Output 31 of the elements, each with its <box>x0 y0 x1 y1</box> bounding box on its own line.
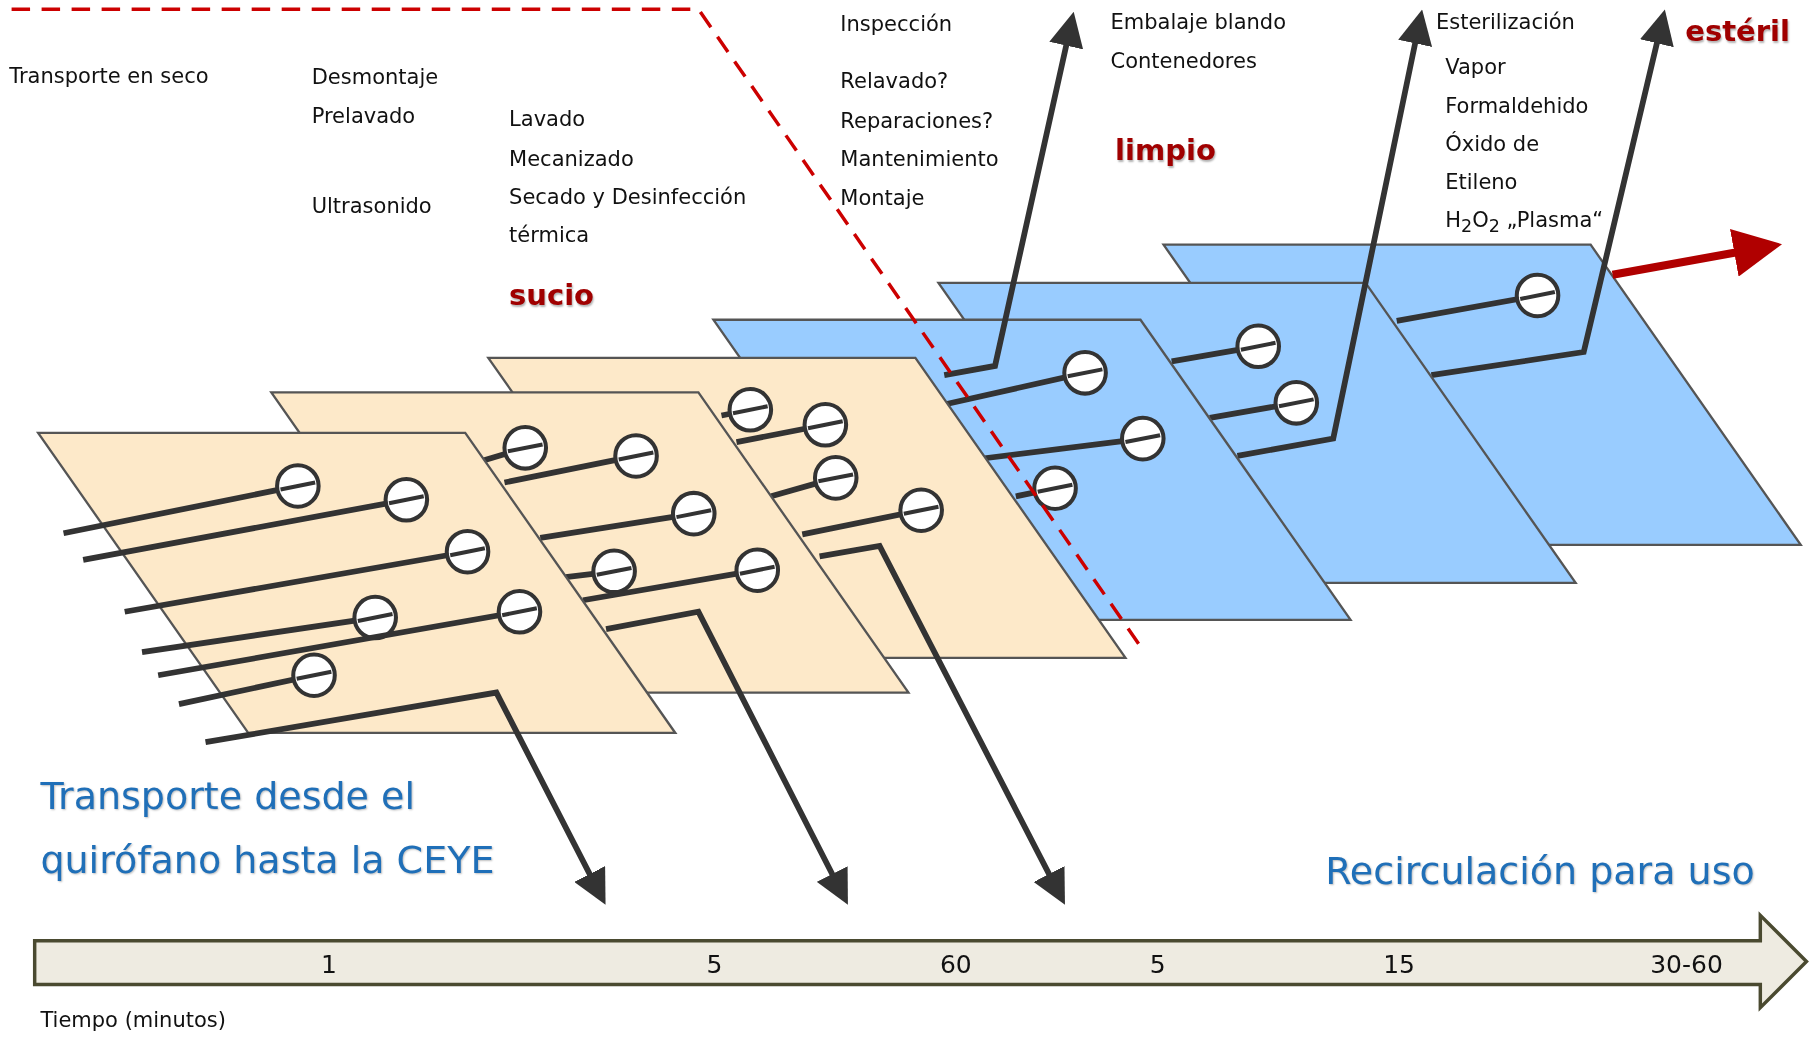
step-text: Óxido de Etileno <box>1445 130 1541 196</box>
step-text: Contenedores <box>1110 47 1257 75</box>
step-text: Lavado <box>509 106 586 134</box>
section-heading: Transporte desde el quirófano hasta la CEYE <box>40 773 496 885</box>
step-text: Formaldehido <box>1445 92 1589 120</box>
status-label: sucio <box>509 277 595 314</box>
time-value: 15 <box>1383 950 1415 980</box>
step-text: Desmontaje <box>311 63 439 91</box>
step-text: Ultrasonido <box>311 193 432 220</box>
time-value: 30-60 <box>1650 950 1723 980</box>
status-label: estéril <box>1685 12 1790 49</box>
time-value: 5 <box>1149 950 1166 980</box>
step-text: Secado y Desinfección térmica <box>509 183 748 249</box>
step-text: Prelavado <box>311 102 416 130</box>
step-text: H$_{2}$O$_{2}$ „Plasma“ <box>1445 206 1604 239</box>
time-value: 1 <box>321 950 337 980</box>
step-text: Inspección <box>840 10 953 38</box>
step-text: Esterilización <box>1436 9 1575 37</box>
time-value: 60 <box>939 950 972 980</box>
step-text: Embalaje blando <box>1110 9 1287 37</box>
time-value: 5 <box>706 950 723 980</box>
step-text: Reparaciones? <box>840 107 994 135</box>
status-label: limpio <box>1115 131 1216 168</box>
step-text: Mecanizado <box>509 145 634 173</box>
axis-label: Tiempo (minutos) <box>40 1006 226 1034</box>
step-text: Montaje <box>840 184 925 212</box>
step-text: Mantenimiento <box>840 145 999 173</box>
step-text: Relavado? <box>840 68 949 96</box>
step-text: Transporte en seco <box>9 62 209 90</box>
step-text: Vapor <box>1445 54 1506 82</box>
section-heading: Recirculación para uso <box>1325 848 1755 896</box>
